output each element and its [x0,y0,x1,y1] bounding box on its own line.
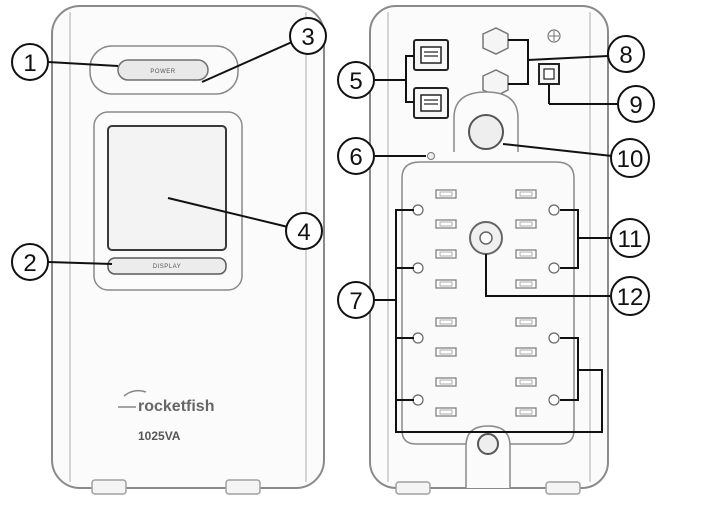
outlet[interactable] [436,280,456,288]
callout-5: 5 [338,62,374,98]
back-foot-left [396,482,430,494]
brand-logo: rocketfish [138,398,214,415]
callout-10-label: 10 [617,146,644,173]
front-foot-right [226,480,260,494]
callout-5-label: 5 [349,68,362,95]
callout-4: 4 [286,213,322,249]
outlet-indicator [413,333,423,343]
outlet[interactable] [436,220,456,228]
callout-9: 9 [618,86,654,122]
outlet[interactable] [436,348,456,356]
outlet[interactable] [436,318,456,326]
callout-7-label: 7 [349,288,362,315]
callout-8-label: 8 [619,42,632,69]
outlet-indicator [549,263,559,273]
outlet-indicator [413,205,423,215]
front-view: POWER DISPLAY rocketfish 1025VA [52,6,324,494]
callout-1: 1 [12,44,48,80]
outlet[interactable] [516,280,536,288]
outlet[interactable] [516,408,536,416]
callout-9-label: 9 [629,92,642,119]
outlet[interactable] [436,190,456,198]
callout-11-label: 11 [618,226,643,253]
cable-lock-hole [478,434,498,454]
outlet[interactable] [436,250,456,258]
usb-port-inner [544,69,554,79]
circuit-breaker[interactable] [469,115,503,149]
network-jack-upper[interactable] [414,40,448,70]
outlet-indicator [549,205,559,215]
callout-3-label: 3 [301,24,314,51]
lcd-screen [108,126,226,250]
model-label: 1025VA [138,429,181,443]
callout-4-label: 4 [297,219,310,246]
back-foot-right [546,482,580,494]
indicator-hole [428,153,435,160]
power-button-label: POWER [150,69,175,75]
callout-2: 2 [12,244,48,280]
outlet[interactable] [516,250,536,258]
callout-10: 10 [611,139,649,177]
outlet-panel [402,162,574,444]
callout-7: 7 [338,282,374,318]
callout-3: 3 [290,18,326,54]
coax-connector-upper[interactable] [483,28,508,54]
outlet[interactable] [516,190,536,198]
outlet-indicator [413,395,423,405]
network-jack-lower[interactable] [414,88,448,118]
outlet[interactable] [516,348,536,356]
outlet-indicator [549,333,559,343]
center-screw-inner [480,232,492,244]
callout-12-label: 12 [617,284,644,311]
callout-1-label: 1 [23,50,36,77]
outlet[interactable] [516,318,536,326]
outlet[interactable] [436,408,456,416]
outlet[interactable] [516,378,536,386]
outlet-indicator [549,395,559,405]
outlet-indicator [413,263,423,273]
outlet[interactable] [516,220,536,228]
callout-8: 8 [608,36,644,72]
callout-6: 6 [338,138,374,174]
callout-2-label: 2 [23,250,36,277]
callout-12: 12 [611,277,649,315]
callout-6-label: 6 [349,144,362,171]
callout-11: 11 [611,219,649,257]
display-button-label: DISPLAY [153,264,181,270]
outlet[interactable] [436,378,456,386]
front-foot-left [92,480,126,494]
